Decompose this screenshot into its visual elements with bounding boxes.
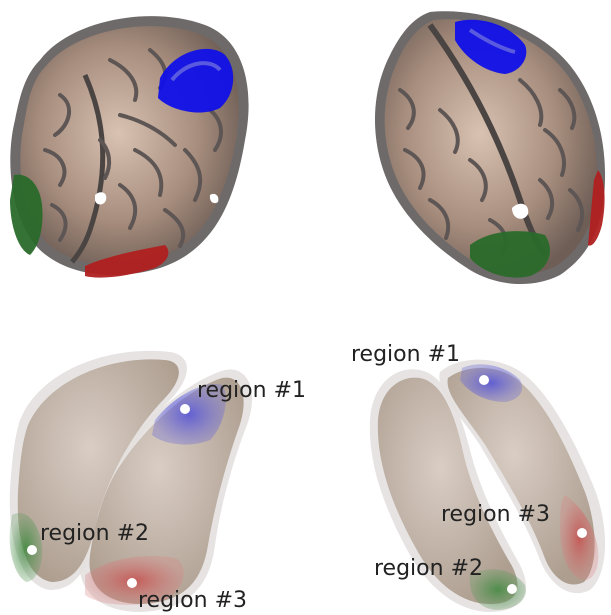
region-2-marker	[27, 545, 37, 555]
region-1-label: region #1	[197, 378, 306, 403]
region-2-marker	[507, 584, 517, 594]
region-1-marker	[180, 404, 190, 414]
region-2-label: region #2	[374, 556, 483, 581]
top-right-brain	[375, 11, 605, 284]
top-left-brain	[10, 16, 249, 277]
region-3-label: region #3	[441, 502, 550, 527]
bottom-right-brain: region #1 region #2 region #3	[351, 342, 605, 612]
region-3-marker	[127, 578, 137, 588]
region-2-label: region #2	[40, 521, 149, 546]
region-3-label: region #3	[138, 588, 247, 613]
region-1-label: region #1	[351, 342, 460, 367]
region-3-marker	[577, 528, 587, 538]
bottom-left-brain: region #1 region #2 region #3	[10, 351, 306, 613]
region-1-marker	[479, 375, 489, 385]
